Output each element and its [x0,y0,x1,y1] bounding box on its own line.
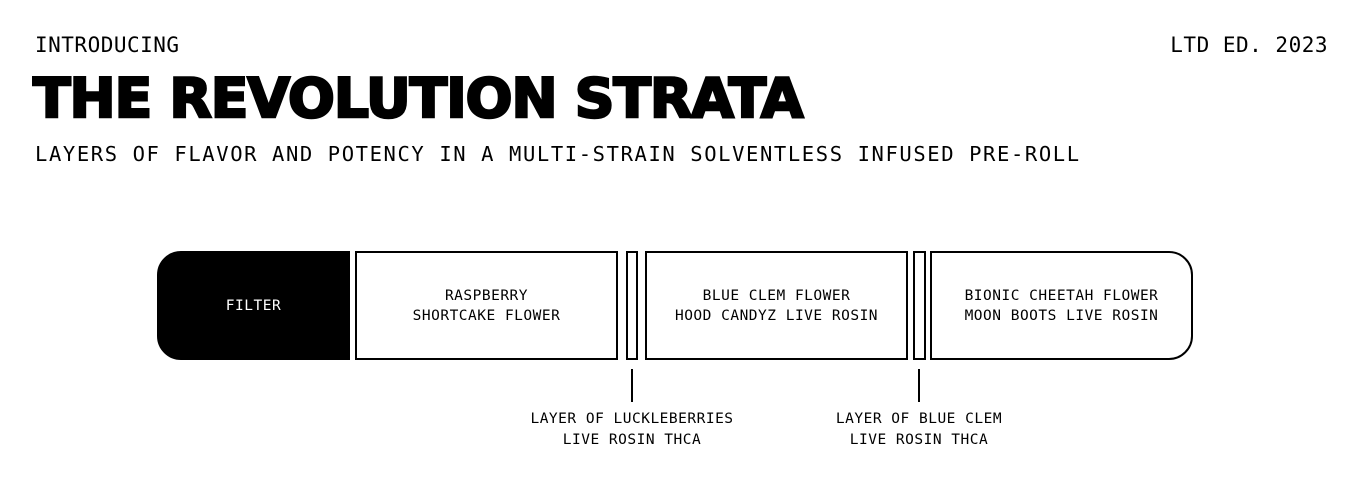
page-title: THE REVOLUTION STRATA [32,66,805,132]
flower-segment-3: BIONIC CHEETAH FLOWER MOON BOOTS LIVE RO… [930,251,1193,360]
layer-1-callout: LAYER OF LUCKLEBERRIES LIVE ROSIN THCA [530,411,734,448]
flower-segment-2: BLUE CLEM FLOWER HOOD CANDYZ LIVE ROSIN [645,251,908,360]
layer-2-callout: LAYER OF BLUE CLEM LIVE ROSIN THCA [835,411,1003,448]
leader-line-2 [918,369,920,402]
rosin-layer-2 [913,251,926,360]
edition-label: LTD ED. 2023 [1170,33,1328,57]
page-subtitle: LAYERS OF FLAVOR AND POTENCY IN A MULTI-… [35,142,1081,166]
segment-3-label: BIONIC CHEETAH FLOWER MOON BOOTS LIVE RO… [964,287,1159,324]
eyebrow-label: INTRODUCING [35,33,180,57]
filter-segment: FILTER [157,251,350,360]
rosin-layer-1 [626,251,638,360]
leader-line-1 [631,369,633,402]
segment-1-label: RASPBERRY SHORTCAKE FLOWER [412,287,561,324]
flower-segment-1: RASPBERRY SHORTCAKE FLOWER [355,251,618,360]
segment-2-label: BLUE CLEM FLOWER HOOD CANDYZ LIVE ROSIN [674,287,879,324]
filter-label: FILTER [225,297,282,314]
